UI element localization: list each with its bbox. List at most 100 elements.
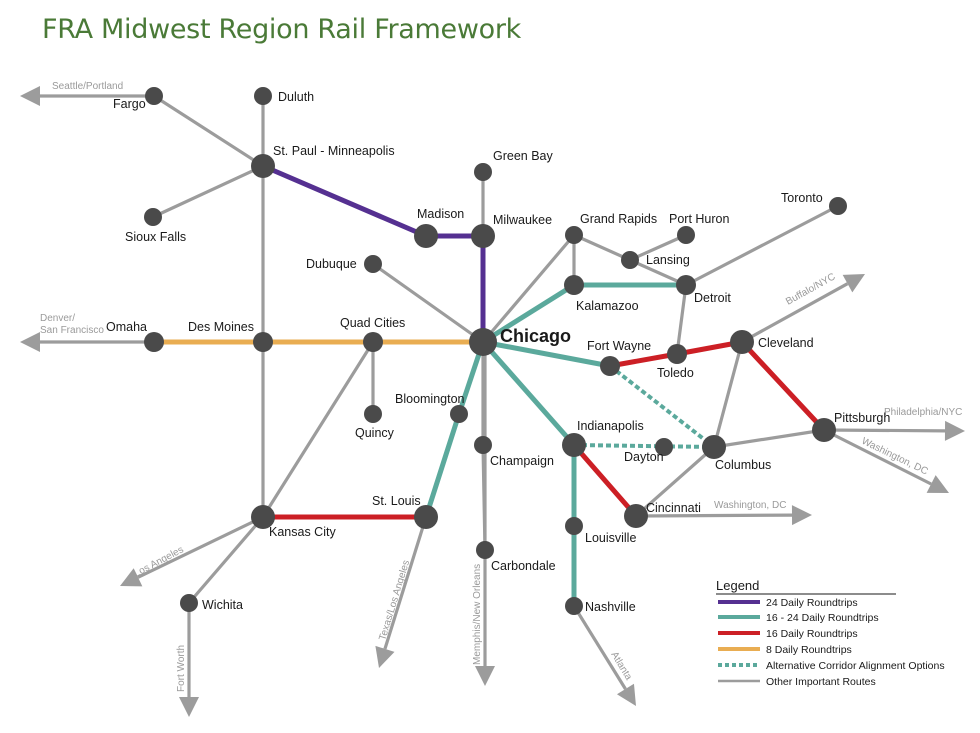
city-node-detroit — [676, 275, 696, 295]
external-route-line — [635, 513, 793, 518]
city-node-kalamazoo — [564, 275, 584, 295]
external-route-label: Washington, DC — [860, 436, 930, 478]
city-label-quadcities: Quad Cities — [340, 316, 405, 330]
route-chicago-kalamazoo — [480, 282, 577, 345]
city-node-louisville — [565, 517, 583, 535]
city-label-louisville: Louisville — [585, 531, 636, 545]
external-route-label: Denver/San Francisco — [40, 313, 104, 336]
city-label-madison: Madison — [417, 207, 464, 221]
city-node-indianapolis — [562, 433, 586, 457]
city-node-madison — [414, 224, 438, 248]
city-label-champaign: Champaign — [490, 454, 554, 468]
city-label-chicago: Chicago — [500, 326, 571, 346]
city-label-fargo: Fargo — [113, 97, 146, 111]
city-label-duluth: Duluth — [278, 90, 314, 104]
city-node-carbondale — [476, 541, 494, 559]
external-route-label: Philadelphia/NYC — [884, 407, 962, 418]
city-label-nashville: Nashville — [585, 600, 636, 614]
city-node-toronto — [829, 197, 847, 215]
city-label-fortwayne: Fort Wayne — [587, 339, 651, 353]
city-label-desmoines: Des Moines — [188, 320, 254, 334]
city-label-wichita: Wichita — [202, 598, 243, 612]
city-label-indianapolis: Indianapolis — [577, 419, 644, 433]
city-node-nashville — [565, 597, 583, 615]
external-route-label: Los Angeles — [132, 544, 185, 579]
city-node-kansascity — [251, 505, 275, 529]
external-route-line — [137, 515, 264, 579]
route-stpaul-madison — [260, 163, 429, 239]
legend-title: Legend — [716, 578, 759, 593]
city-nodes-layer — [144, 87, 847, 615]
city-node-champaign — [474, 436, 492, 454]
city-node-porthuron — [677, 226, 695, 244]
route-chicago-indianapolis — [480, 339, 577, 448]
external-route-arrowhead — [375, 645, 395, 668]
route-fargo-stpaul — [152, 94, 265, 168]
city-node-columbus — [702, 435, 726, 459]
city-node-pittsburgh — [812, 418, 836, 442]
city-node-fargo — [145, 87, 163, 105]
city-node-milwaukee — [471, 224, 495, 248]
route-chicago-fortwayne — [480, 339, 613, 369]
city-label-pittsburgh: Pittsburgh — [834, 411, 890, 425]
city-node-siouxfalls — [144, 208, 162, 226]
city-label-toronto: Toronto — [781, 191, 823, 205]
external-route-arrowhead — [20, 332, 40, 352]
legend: Legend 24 Daily Roundtrips 16 - 24 Daily R… — [716, 578, 945, 688]
route-chicago-grandrapids — [481, 233, 576, 344]
external-route-arrowhead — [842, 274, 865, 293]
city-node-dayton — [655, 438, 673, 456]
city-label-bloomington: Bloomington — [395, 392, 465, 406]
route-bloomington-stlouis — [423, 411, 462, 520]
city-label-stpaul: St. Paul - Minneapolis — [273, 144, 395, 158]
city-label-siouxfalls: Sioux Falls — [125, 230, 186, 244]
route-detroit-toronto — [684, 204, 840, 287]
route-fortwayne-columbus — [608, 364, 716, 449]
city-label-quincy: Quincy — [355, 426, 395, 440]
city-label-milwaukee: Milwaukee — [493, 213, 552, 227]
city-label-columbus: Columbus — [715, 458, 771, 472]
city-label-cleveland: Cleveland — [758, 336, 814, 350]
city-node-stpaul — [251, 154, 275, 178]
route-lansing-detroit — [628, 258, 688, 287]
city-node-desmoines — [253, 332, 273, 352]
external-route-line — [823, 428, 946, 433]
external-route-line — [823, 428, 932, 486]
city-node-dubuque — [364, 255, 382, 273]
external-route-arrowhead — [926, 475, 949, 493]
city-label-dayton: Dayton — [624, 450, 664, 464]
route-grandrapids-lansing — [572, 233, 632, 262]
city-label-grandrapids: Grand Rapids — [580, 212, 657, 226]
city-label-dubuque: Dubuque — [306, 257, 357, 271]
external-route-arrowhead — [179, 697, 199, 717]
external-route-line — [741, 282, 849, 344]
route-indianapolis-cincinnati — [571, 442, 639, 519]
routes-layer — [151, 94, 840, 609]
route-quadcities-kansascity — [261, 340, 375, 519]
route-columbus-pittsburgh — [712, 428, 826, 449]
city-node-lansing — [621, 251, 639, 269]
legend-label-orange: 8 Daily Roundtrips — [766, 644, 852, 656]
legend-label-purple: 24 Daily Roundtrips — [766, 597, 858, 609]
city-label-toledo: Toledo — [657, 366, 694, 380]
city-label-cincinnati: Cincinnati — [646, 501, 701, 515]
external-route-line — [383, 516, 428, 650]
city-node-toledo — [667, 344, 687, 364]
city-label-omaha: Omaha — [106, 320, 147, 334]
route-cleveland-columbus — [712, 340, 744, 449]
city-node-grandrapids — [565, 226, 583, 244]
city-node-greenbay — [474, 163, 492, 181]
legend-label-teal: 16 - 24 Daily Roundtrips — [766, 612, 879, 624]
route-cleveland-pittsburgh — [739, 339, 827, 433]
route-siouxfalls-stpaul — [151, 164, 265, 219]
external-route-arrowhead — [791, 505, 812, 526]
external-route-arrowhead — [120, 568, 143, 587]
external-route-label: Texas/Los Angeles — [377, 559, 412, 642]
route-kansascity-wichita — [187, 515, 265, 605]
legend-label-other: Other Important Routes — [766, 676, 876, 688]
city-label-porthuron: Port Huron — [669, 212, 729, 226]
city-node-quincy — [364, 405, 382, 423]
city-label-greenbay: Green Bay — [493, 149, 554, 163]
